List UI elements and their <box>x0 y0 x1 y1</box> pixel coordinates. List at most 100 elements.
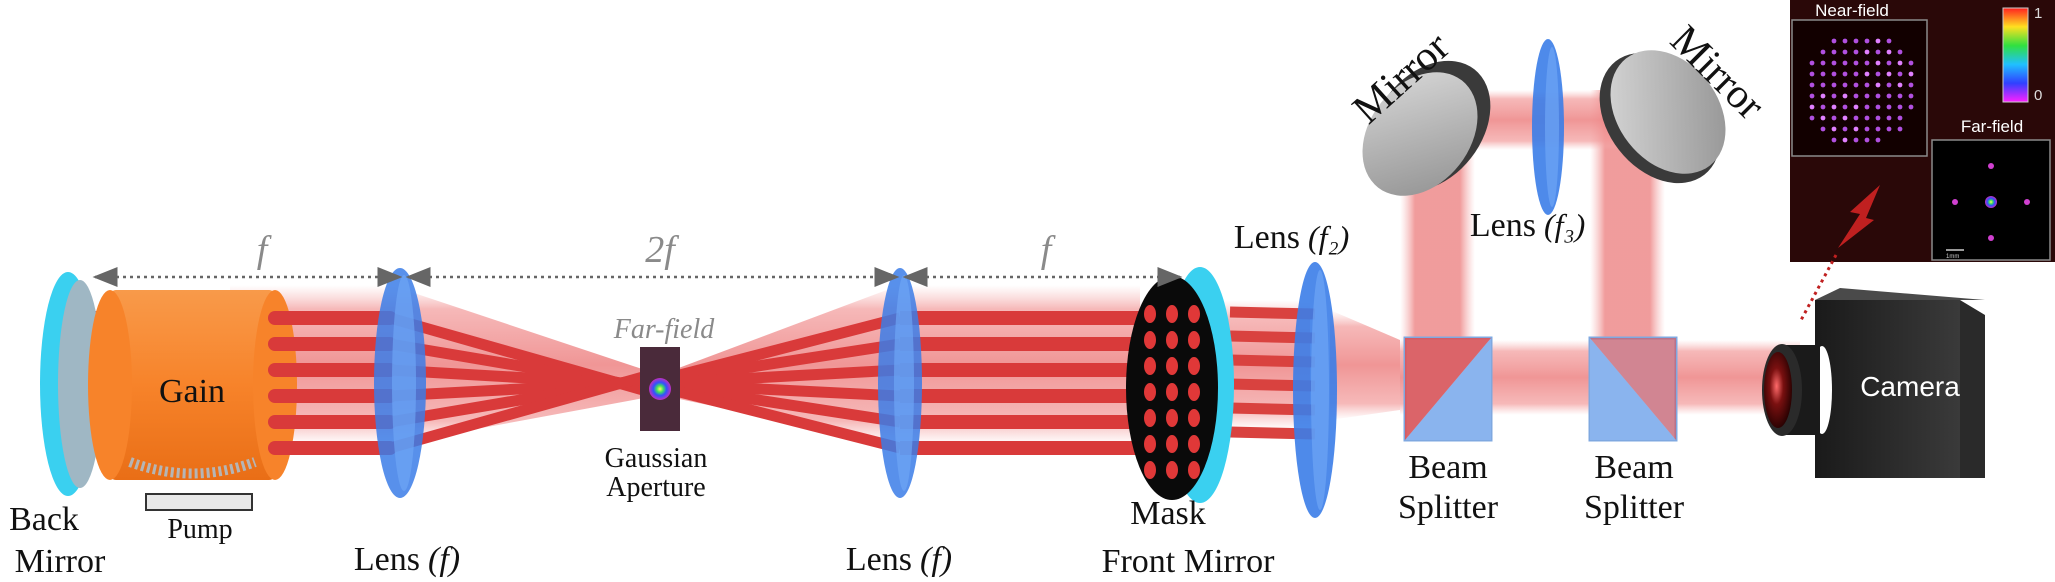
beam-splitter-1-line2: Splitter <box>1398 489 1499 526</box>
lens-f3-label: Lens <box>1470 207 1536 244</box>
near-field-spot <box>1853 115 1859 121</box>
near-field-label: Near-field <box>1815 1 1889 20</box>
lens-f2 <box>1293 262 1337 518</box>
far-field-spots <box>1952 163 2030 241</box>
near-field-spot <box>1875 93 1881 99</box>
camera-label: Camera <box>1860 371 1960 402</box>
near-field-spot <box>1842 126 1848 132</box>
lens-f2-label: Lens <box>1234 219 1300 256</box>
beam-lines-in-gain <box>268 311 307 455</box>
near-field-spot <box>1831 82 1837 88</box>
near-field-spot <box>1842 93 1848 99</box>
beam-splitter-2-line1: Beam <box>1594 449 1673 486</box>
near-field-spot <box>1853 126 1859 132</box>
pump: Pump <box>128 457 257 545</box>
near-field-spot <box>1886 104 1892 110</box>
near-field-spot <box>1853 38 1859 44</box>
near-field-spot <box>1820 60 1826 66</box>
near-field-spot <box>1842 49 1848 55</box>
mask-hole <box>1144 357 1156 375</box>
near-field-spot <box>1897 115 1903 121</box>
near-field-spot <box>1886 115 1892 121</box>
near-field-spot <box>1875 115 1881 121</box>
near-field-spot <box>1886 49 1892 55</box>
colorbar-min: 0 <box>2034 87 2042 104</box>
near-field-spot <box>1864 126 1870 132</box>
lens-2 <box>878 268 922 498</box>
near-field-spot <box>1864 104 1870 110</box>
near-field-spot <box>1820 93 1826 99</box>
near-field-spot <box>1831 93 1837 99</box>
mask-hole <box>1166 331 1178 349</box>
far-field-label: Far-field <box>1961 117 2023 136</box>
near-field-spot <box>1908 93 1914 99</box>
near-field-spot <box>1831 115 1837 121</box>
mask-hole <box>1144 305 1156 323</box>
lens-1-focal: (f) <box>428 541 460 578</box>
mask-hole <box>1144 435 1156 453</box>
gaussian-label-line1: Gaussian <box>605 443 708 474</box>
near-field-spot <box>1864 82 1870 88</box>
mask <box>1126 276 1218 500</box>
distance-f-1: f <box>257 229 272 271</box>
near-field-spot <box>1864 60 1870 66</box>
near-field-spot <box>1897 60 1903 66</box>
near-field-spot <box>1842 137 1848 143</box>
near-field-spot <box>1820 104 1826 110</box>
near-field-spot <box>1886 60 1892 66</box>
beam-lines-after-lens <box>900 311 1140 455</box>
lens-2-label: Lens <box>846 541 912 578</box>
near-field-spot <box>1864 38 1870 44</box>
near-field-spot <box>1842 38 1848 44</box>
near-field-spot <box>1842 104 1848 110</box>
beam-splitter-1-line1: Beam <box>1408 449 1487 486</box>
near-field-spot <box>1853 82 1859 88</box>
near-field-spot <box>1820 115 1826 121</box>
near-field-spot <box>1875 126 1881 132</box>
mask-hole <box>1188 409 1200 427</box>
distance-f-2: f <box>1041 229 1056 271</box>
near-field-spot <box>1864 71 1870 77</box>
near-field-spot <box>1842 82 1848 88</box>
gain-label: Gain <box>159 373 225 410</box>
near-field-spot <box>1886 93 1892 99</box>
near-field-spot <box>1875 82 1881 88</box>
near-field-spot <box>1908 60 1914 66</box>
near-field-spot <box>1831 126 1837 132</box>
near-field-spot <box>1853 71 1859 77</box>
mask-hole <box>1166 461 1178 479</box>
near-field-spot <box>1831 60 1837 66</box>
mask-hole <box>1166 435 1178 453</box>
near-field-spot <box>1864 137 1870 143</box>
near-field-spot <box>1809 93 1815 99</box>
near-field-spot <box>1853 49 1859 55</box>
beam-splitter-2-line2: Splitter <box>1584 489 1685 526</box>
near-field-spot <box>1809 71 1815 77</box>
near-field-spot <box>1831 38 1837 44</box>
near-field-spot <box>1897 82 1903 88</box>
back-mirror-label-line2: Mirror <box>15 543 106 580</box>
far-field-label-small: Far-field <box>613 314 716 345</box>
near-field-spot <box>1853 104 1859 110</box>
near-field-spot <box>1820 71 1826 77</box>
scale-bar-label: 1mm <box>1946 254 1959 260</box>
mask-hole <box>1188 305 1200 323</box>
near-field-spot <box>1864 93 1870 99</box>
near-field-spot <box>1875 137 1881 143</box>
lens-f3-focal: (f₃) <box>1544 207 1585 243</box>
near-field-spot <box>1820 126 1826 132</box>
near-field-spot <box>1897 71 1903 77</box>
mask-hole <box>1188 383 1200 401</box>
near-field-spot <box>1864 49 1870 55</box>
mask-hole <box>1144 409 1156 427</box>
near-field-spot <box>1864 115 1870 121</box>
near-field-spot <box>1831 137 1837 143</box>
near-field-spot <box>1831 49 1837 55</box>
front-mirror-label: Front Mirror <box>1102 543 1276 580</box>
distance-2f: 2f <box>645 229 679 271</box>
near-field-spot <box>1875 104 1881 110</box>
mirror-left <box>1362 60 1491 196</box>
mask-hole <box>1144 461 1156 479</box>
near-field-spot <box>1908 71 1914 77</box>
